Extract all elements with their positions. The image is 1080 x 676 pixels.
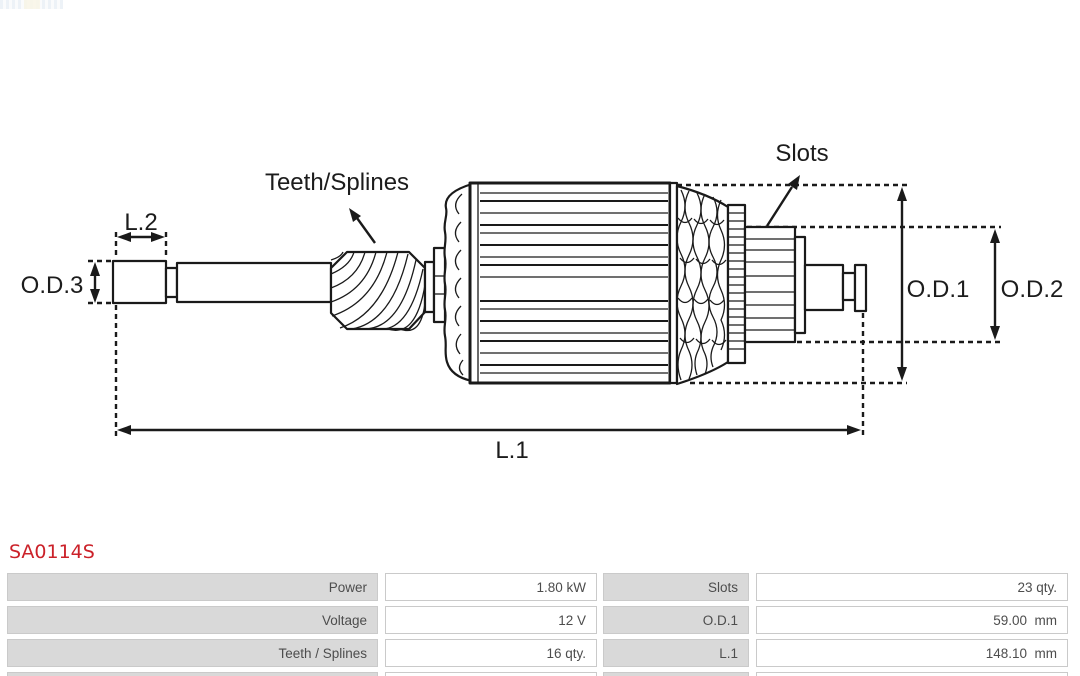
commutator (743, 225, 797, 344)
diagram-textures (330, 184, 795, 382)
spec-label: O.D.1 (603, 606, 749, 634)
shaft-stub (111, 259, 168, 305)
shaft-end-cap (853, 263, 868, 313)
label-teeth-splines: Teeth/Splines (265, 169, 409, 196)
armature-diagram: L.2 O.D.3 Teeth/Splines Slots O.D.1 O.D.… (21, 140, 1064, 464)
part-number: SA0114S (9, 541, 95, 563)
table-row: Teeth / Splines 16 qty. L.1 148.10 mm (7, 639, 1068, 667)
spec-label: Teeth / Splines (7, 639, 378, 667)
spec-value: 59.00 mm (756, 606, 1068, 634)
spec-cell-partial (603, 672, 749, 676)
spec-cell-partial (756, 672, 1068, 676)
spec-label: Power (7, 573, 378, 601)
table-row: Voltage 12 V O.D.1 59.00 mm (7, 606, 1068, 634)
commutator-ring (793, 235, 807, 335)
label-l1: L.1 (495, 437, 528, 464)
spec-label: Voltage (7, 606, 378, 634)
spec-value: 148.10 mm (756, 639, 1068, 667)
corner-logo-artifact-gold (24, 0, 40, 9)
collar-neck (423, 260, 436, 314)
construction-lines (88, 183, 1001, 437)
label-od3: O.D.3 (21, 272, 84, 299)
shaft-groove (841, 271, 857, 302)
dimension-arrows (90, 175, 1000, 435)
label-od1: O.D.1 (907, 276, 970, 303)
spec-value: 12 V (385, 606, 597, 634)
shaft-neck (164, 266, 179, 299)
table-row-partial (7, 672, 1068, 676)
dimension-od2 (990, 229, 1000, 340)
winding-left (443, 182, 474, 383)
label-l2: L.2 (124, 209, 157, 236)
spline-section (329, 250, 427, 331)
shaft-rear (803, 263, 845, 312)
spec-cell-partial (7, 672, 378, 676)
leader-slots (765, 175, 800, 227)
shaft-long (175, 261, 333, 304)
dimension-od3 (90, 262, 100, 303)
label-od2: O.D.2 (1001, 276, 1064, 303)
dimension-l1 (117, 425, 861, 435)
collar-plate (432, 246, 447, 324)
spec-label: Slots (603, 573, 749, 601)
label-slots: Slots (775, 140, 828, 167)
leader-teeth-splines (349, 208, 376, 244)
table-row: Power 1.80 kW Slots 23 qty. (7, 573, 1068, 601)
corner-logo-artifact (0, 0, 63, 9)
spec-table: Power 1.80 kW Slots 23 qty. Voltage 12 V… (7, 573, 1068, 676)
armature-body (111, 181, 868, 386)
dimension-od1 (897, 187, 907, 381)
dimension-l2 (117, 232, 165, 242)
spec-label: L.1 (603, 639, 749, 667)
spec-cell-partial (385, 672, 597, 676)
spec-value: 23 qty. (756, 573, 1068, 601)
spec-value: 1.80 kW (385, 573, 597, 601)
spec-value: 16 qty. (385, 639, 597, 667)
armature-core (468, 181, 672, 385)
